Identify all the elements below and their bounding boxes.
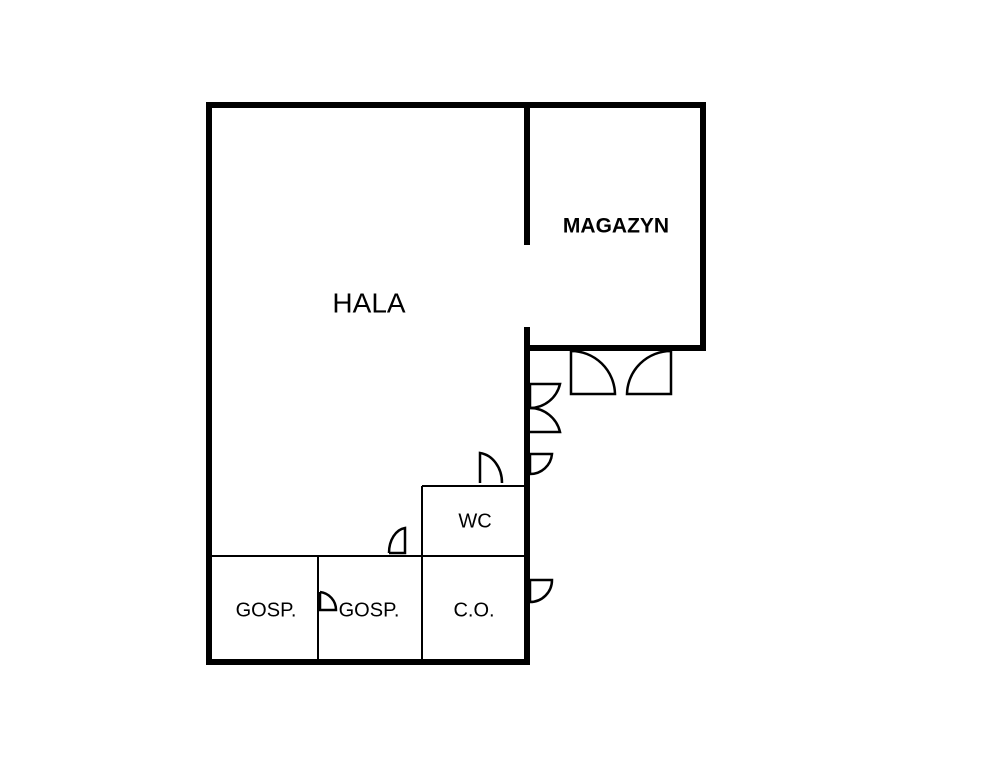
magazyn-door-left (569, 349, 617, 396)
room-label-gosp-1: GOSP. (236, 599, 297, 621)
gosp-1-door (318, 590, 338, 612)
exterior-door-upper (528, 382, 562, 410)
room-label-hala: HALA (332, 287, 405, 318)
room-label-gosp-2: GOSP. (339, 599, 400, 621)
wc-door (478, 451, 504, 484)
outer-walls (206, 102, 706, 665)
room-labels: HALA MAGAZYN WC GOSP. GOSP. C.O. (236, 215, 669, 622)
main-outer-wall (206, 102, 530, 665)
room-label-co: C.O. (453, 599, 494, 621)
side-door-co (528, 578, 554, 604)
room-label-magazyn: MAGAZYN (563, 215, 669, 238)
exterior-door-lower (529, 406, 562, 434)
doors (318, 349, 673, 612)
interior-walls (212, 485, 524, 659)
magazyn-door-right (625, 349, 673, 396)
side-door-upper (528, 452, 554, 476)
magazyn-outer-wall (524, 102, 706, 351)
room-label-wc: WC (458, 510, 491, 532)
gosp-2-door (387, 526, 407, 555)
